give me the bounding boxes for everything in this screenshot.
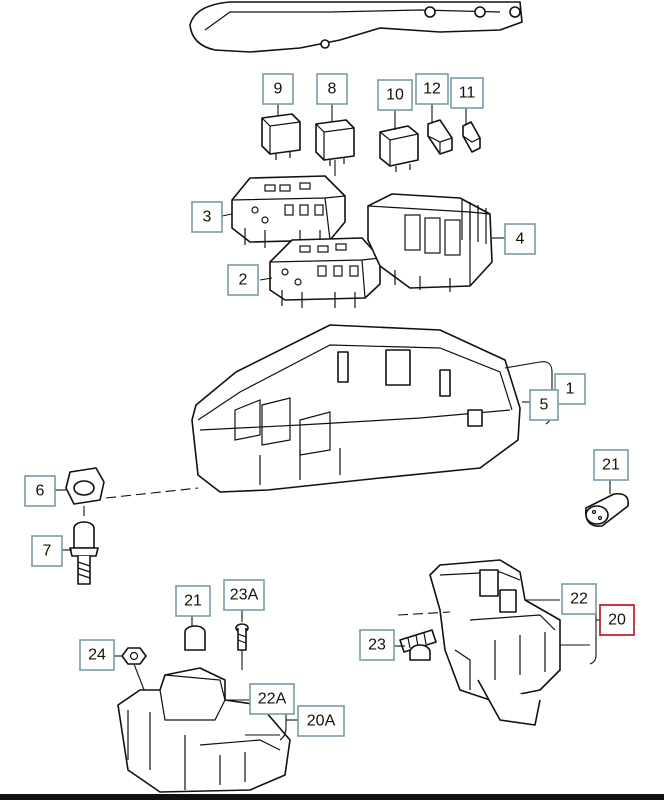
callout-5[interactable]: 5 — [529, 389, 559, 421]
svg-text:21: 21 — [602, 457, 620, 474]
callout-3[interactable]: 3 — [191, 201, 223, 233]
svg-text:23: 23 — [368, 637, 386, 654]
cap-21-part — [585, 480, 630, 527]
callout-22[interactable]: 22 — [561, 583, 597, 615]
svg-text:9: 9 — [274, 81, 283, 98]
fuse-carrier-4-part — [367, 193, 505, 292]
callout-24[interactable]: 24 — [79, 639, 115, 671]
callout-8[interactable]: 8 — [316, 73, 348, 105]
relay-plate-3-part — [221, 175, 346, 248]
svg-text:20A: 20A — [307, 713, 336, 730]
relay-plate-2-part — [259, 160, 381, 308]
callouts: 9 8 10 12 11 3 4 2 1 5 6 21 7 22 20 21 2… — [24, 73, 635, 737]
callout-2[interactable]: 2 — [227, 264, 259, 296]
svg-text:23A: 23A — [230, 587, 259, 604]
callout-23a[interactable]: 23A — [223, 579, 265, 611]
bracket-22-part — [429, 559, 600, 726]
svg-text:5: 5 — [540, 397, 549, 414]
cap-21-lower-part — [184, 615, 206, 651]
svg-text:3: 3 — [203, 209, 212, 226]
relay-8-part — [315, 104, 355, 166]
relay-9-part — [261, 104, 301, 160]
svg-text:6: 6 — [36, 483, 45, 500]
fuse-12-part — [427, 104, 453, 155]
svg-text:11: 11 — [459, 85, 476, 102]
callout-20[interactable]: 20 — [599, 604, 635, 636]
svg-text:10: 10 — [386, 87, 404, 104]
svg-text:20: 20 — [608, 612, 626, 629]
screw-23a-part — [235, 608, 249, 670]
top-cover-part — [189, 1, 523, 53]
svg-text:12: 12 — [423, 81, 441, 98]
callout-23[interactable]: 23 — [359, 629, 395, 661]
svg-text:21: 21 — [184, 593, 202, 610]
callout-21-upper[interactable]: 21 — [593, 449, 629, 481]
callout-6[interactable]: 6 — [24, 475, 56, 507]
bolt-7-part — [60, 506, 99, 585]
callout-7[interactable]: 7 — [31, 535, 63, 567]
callout-9[interactable]: 9 — [262, 73, 294, 105]
svg-text:2: 2 — [239, 272, 248, 289]
relay-10-part — [379, 110, 419, 172]
svg-text:24: 24 — [88, 647, 106, 664]
callout-11[interactable]: 11 — [450, 77, 484, 109]
callout-1[interactable]: 1 — [554, 373, 586, 405]
callout-21-lower[interactable]: 21 — [175, 585, 211, 617]
svg-text:7: 7 — [43, 543, 52, 560]
screw-23-part — [392, 611, 451, 661]
bottom-border — [0, 794, 664, 800]
callout-4[interactable]: 4 — [504, 223, 536, 255]
fuse-11-part — [462, 108, 481, 153]
svg-text:8: 8 — [328, 81, 337, 98]
nut-6-part — [55, 467, 199, 505]
callout-20a[interactable]: 20A — [297, 705, 345, 737]
housing-5-part — [191, 324, 553, 493]
svg-text:22A: 22A — [258, 691, 287, 708]
svg-text:1: 1 — [566, 381, 575, 398]
svg-text:22: 22 — [570, 591, 588, 608]
svg-text:4: 4 — [516, 231, 525, 248]
callout-22a[interactable]: 22A — [249, 683, 295, 715]
callout-12[interactable]: 12 — [415, 73, 449, 105]
callout-10[interactable]: 10 — [377, 79, 413, 111]
